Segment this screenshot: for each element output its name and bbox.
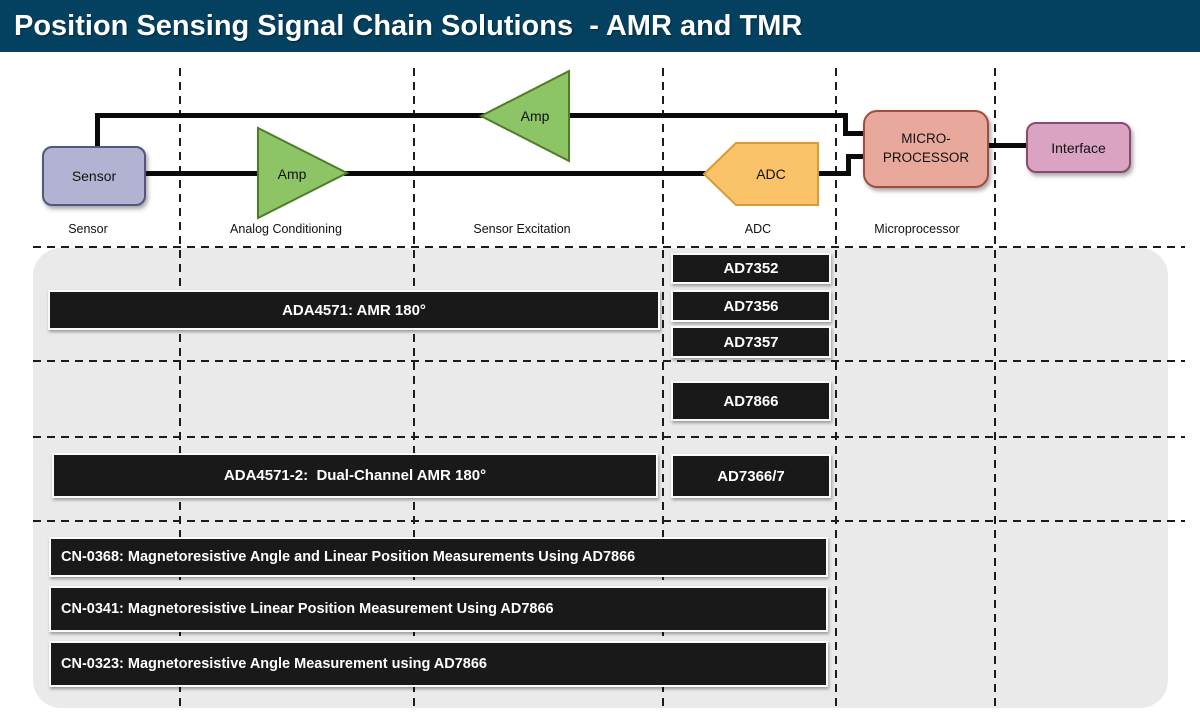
column-label-sensor: Sensor <box>68 222 108 236</box>
product-bar-ad7366-7[interactable]: AD7366/7 <box>671 454 831 498</box>
signal-wire <box>818 171 851 176</box>
reference-bar-cn0368[interactable]: CN-0368: Magnetoresistive Angle and Line… <box>49 537 828 577</box>
header-bar: Position Sensing Signal Chain Solutions … <box>0 0 1200 52</box>
column-divider <box>994 68 996 711</box>
reference-bar-cn0323[interactable]: CN-0323: Magnetoresistive Angle Measurem… <box>49 641 828 687</box>
signal-wire <box>142 171 262 176</box>
interface-block-label: Interface <box>1051 139 1106 156</box>
signal-wire <box>846 154 851 176</box>
column-divider <box>835 68 837 711</box>
product-bar-ada4571-2[interactable]: ADA4571-2: Dual-Channel AMR 180° <box>52 453 658 498</box>
product-bar-ad7357[interactable]: AD7357 <box>671 326 831 358</box>
signal-wire <box>985 143 1026 148</box>
signal-wire <box>344 171 709 176</box>
microprocessor-block: MICRO- PROCESSOR <box>863 110 989 188</box>
column-divider <box>413 68 415 711</box>
signal-wire <box>566 113 848 118</box>
row-divider <box>33 360 1185 362</box>
product-bar-ad7356[interactable]: AD7356 <box>671 290 831 322</box>
amp-conditioning-label: Amp <box>277 166 307 182</box>
row-divider <box>33 246 1185 248</box>
row-divider <box>33 520 1185 522</box>
product-bar-ad7866[interactable]: AD7866 <box>671 381 831 421</box>
product-bar-ada4571[interactable]: ADA4571: AMR 180° <box>48 290 660 330</box>
column-label-sensor-excitation: Sensor Excitation <box>473 222 571 236</box>
signal-wire <box>95 113 485 118</box>
reference-bar-cn0341[interactable]: CN-0341: Magnetoresistive Linear Positio… <box>49 586 828 632</box>
interface-block: Interface <box>1026 122 1131 173</box>
signal-wire <box>95 115 100 148</box>
column-divider <box>179 68 181 711</box>
page-title: Position Sensing Signal Chain Solutions … <box>14 10 803 42</box>
row-divider <box>33 436 1185 438</box>
signal-wire <box>846 154 865 159</box>
column-label-microprocessor: Microprocessor <box>874 222 960 236</box>
column-divider <box>662 68 664 711</box>
column-label-analog-conditioning: Analog Conditioning <box>230 222 342 236</box>
signal-wire <box>843 113 848 136</box>
microprocessor-label-line1: MICRO- <box>901 131 951 147</box>
product-bar-ad7352[interactable]: AD7352 <box>671 253 831 284</box>
adc-shape-label: ADC <box>756 166 786 182</box>
signal-wire <box>843 131 865 136</box>
sensor-block-label: Sensor <box>71 168 117 184</box>
column-label-adc: ADC <box>744 222 772 236</box>
sensor-block: Sensor <box>42 146 146 206</box>
microprocessor-label-line2: PROCESSOR <box>882 150 970 165</box>
amp-excitation-label: Amp <box>520 108 550 124</box>
